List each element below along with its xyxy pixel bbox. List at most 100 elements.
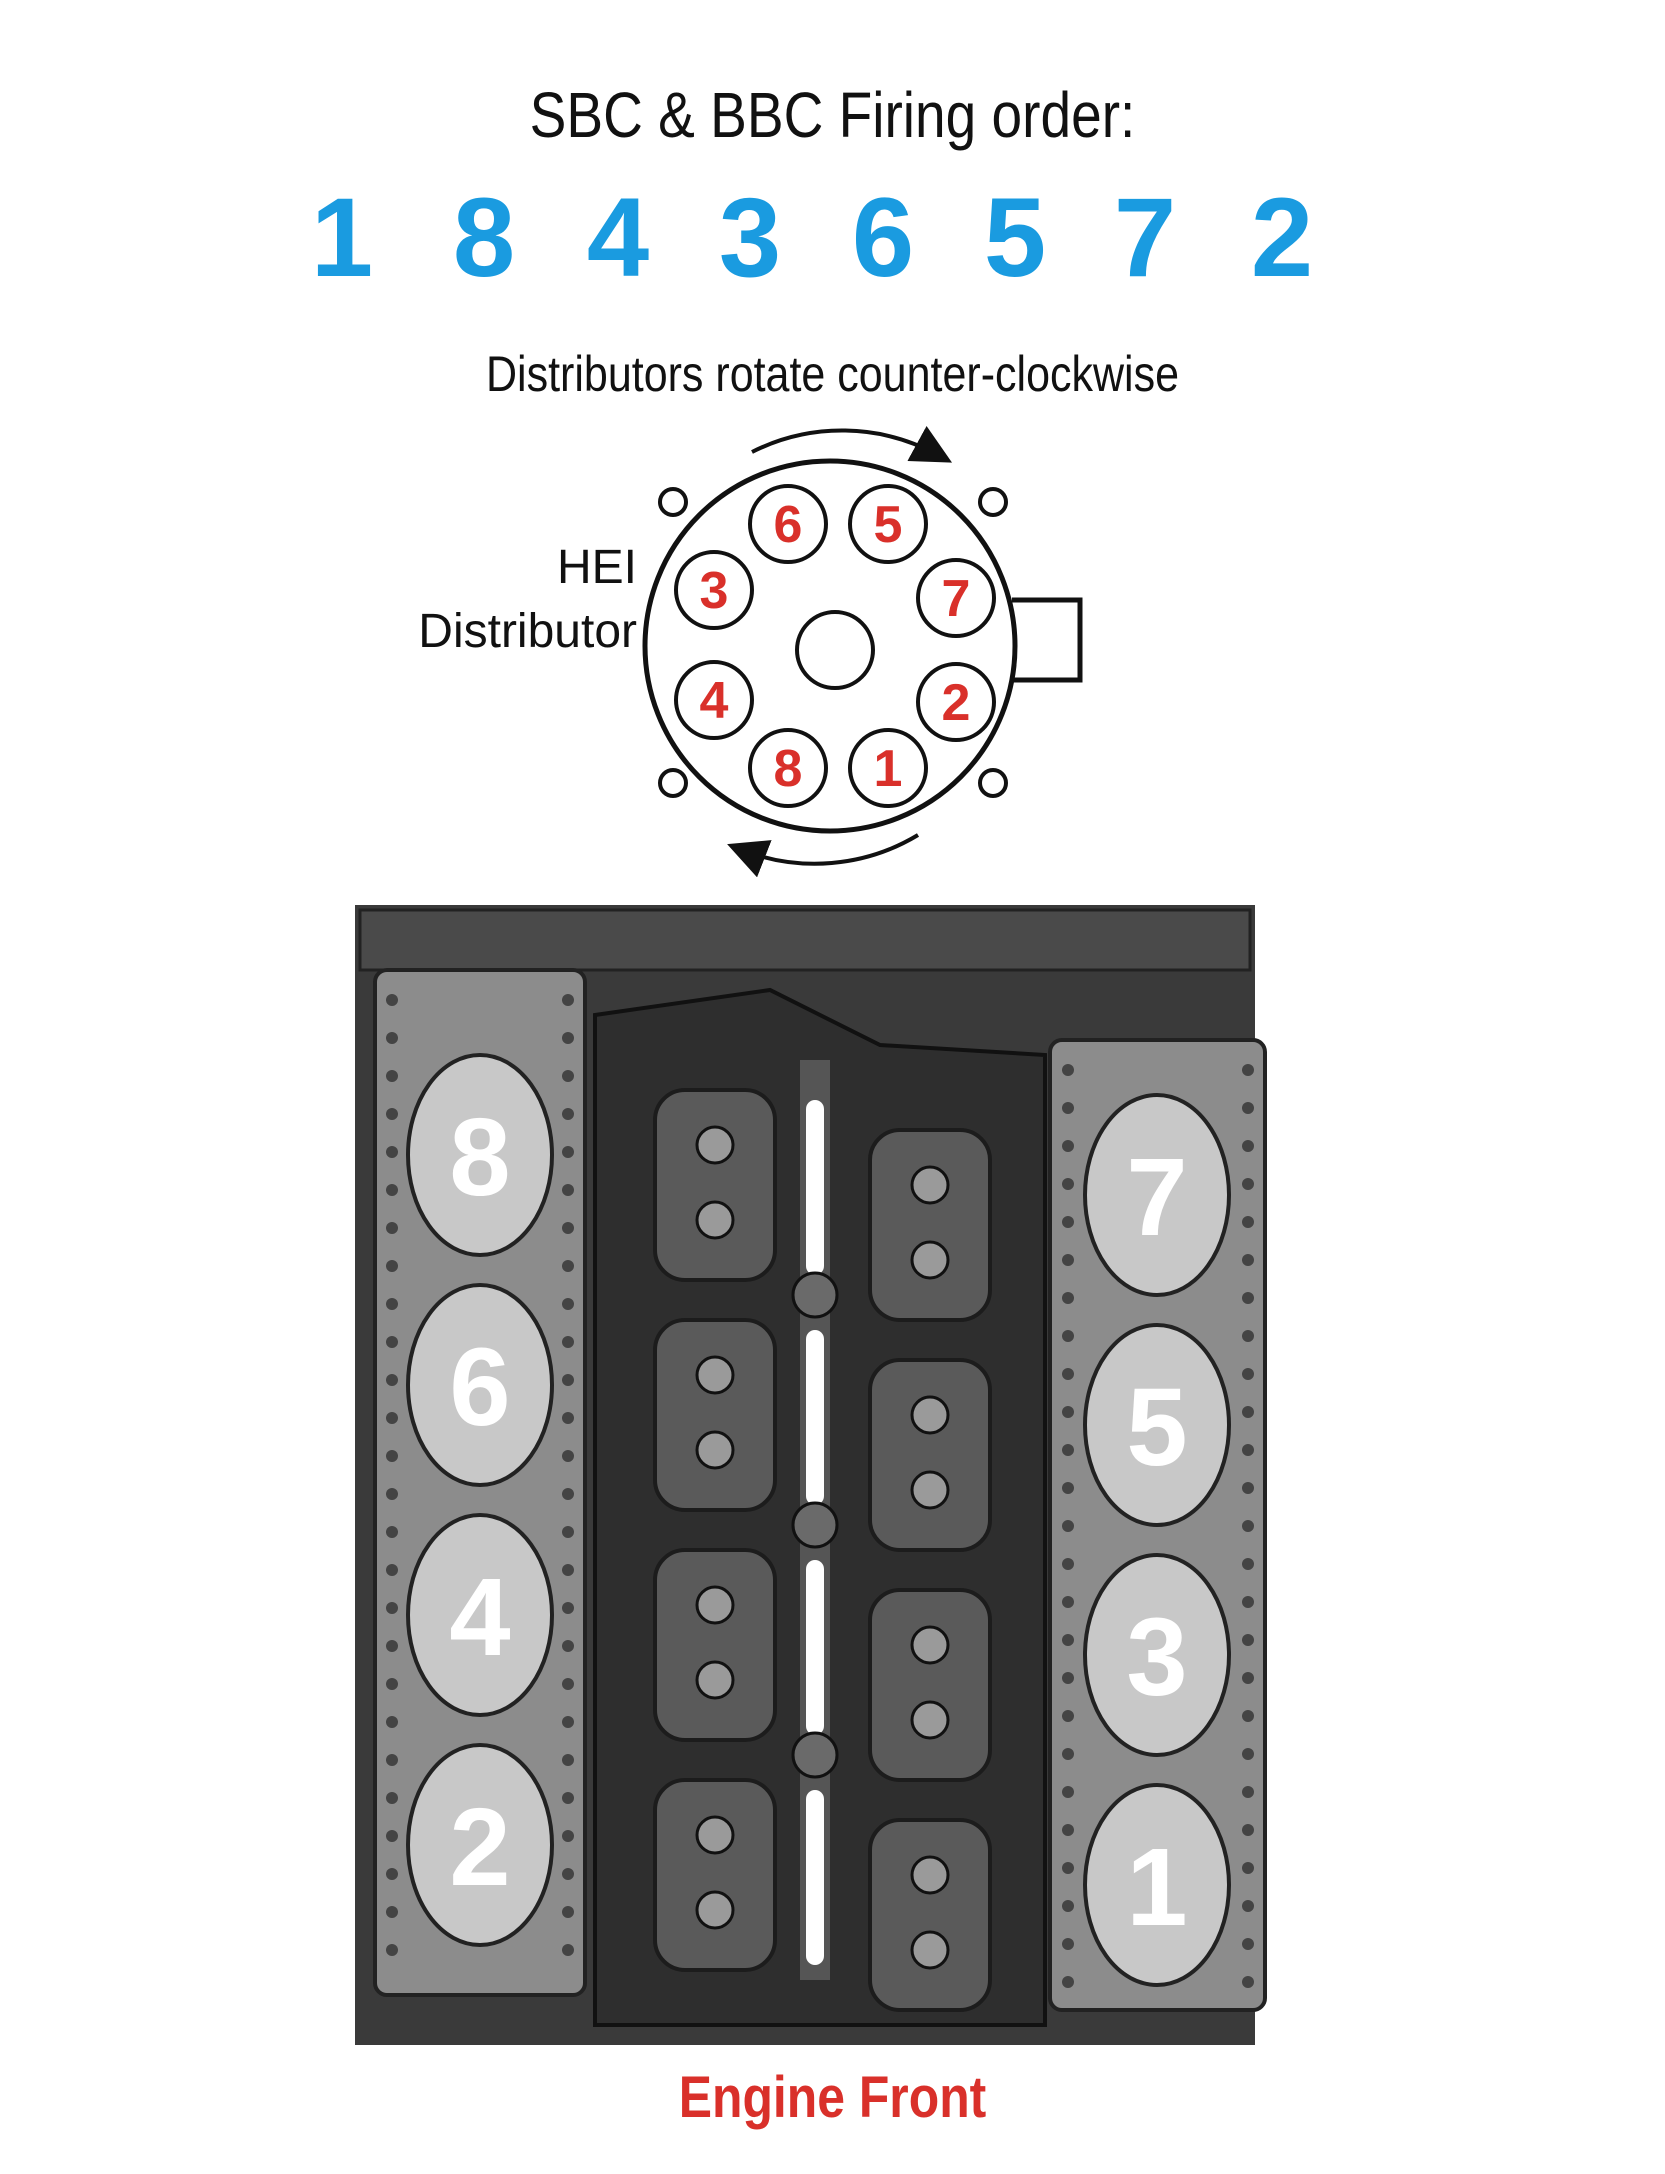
lifter-bore [695, 1430, 735, 1470]
gasket-hole [562, 1868, 574, 1880]
lifter-bore [910, 1165, 950, 1205]
gasket-hole [562, 1374, 574, 1386]
gasket-hole [386, 1564, 398, 1576]
gasket-hole [562, 1754, 574, 1766]
left-lifter-boss [653, 1318, 777, 1512]
distributor-label-line1: HEI [556, 541, 637, 594]
right-cylinder-1-bore [1083, 1783, 1231, 1987]
terminal-4-ring [674, 660, 754, 740]
gasket-hole [1062, 1178, 1074, 1190]
firing-order-step-3: 4 [586, 175, 650, 300]
gasket-hole [1242, 1140, 1254, 1152]
gasket-hole [386, 994, 398, 1006]
right-cylinder-1: 1 [1126, 1826, 1187, 1949]
gasket-hole [386, 1374, 398, 1386]
gasket-hole [1242, 1444, 1254, 1456]
valley-bolt-boss [791, 1501, 839, 1549]
gasket-hole [562, 1830, 574, 1842]
gasket-hole [1062, 1862, 1074, 1874]
gasket-hole [562, 1260, 574, 1272]
gasket-hole [386, 1602, 398, 1614]
mount-hole-top-right [978, 487, 1008, 517]
right-cylinder-7: 7 [1126, 1136, 1187, 1259]
firing-order-step-8: 2 [1250, 175, 1314, 300]
gasket-hole [1062, 1330, 1074, 1342]
left-cylinder-2-bore [406, 1743, 554, 1947]
gasket-hole [1242, 1900, 1254, 1912]
gasket-hole [562, 1070, 574, 1082]
gasket-hole [386, 1944, 398, 1956]
gasket-hole [1062, 1216, 1074, 1228]
distributor-label-line2: Distributor [418, 605, 637, 658]
left-cylinder-2: 2 [449, 1786, 510, 1909]
gasket-hole [386, 1260, 398, 1272]
terminal-2: 2 [942, 674, 971, 732]
gasket-hole [1242, 1292, 1254, 1304]
gasket-hole [562, 1792, 574, 1804]
terminal-3: 3 [700, 562, 729, 620]
gasket-hole [1242, 1558, 1254, 1570]
rotation-note: Distributors rotate counter-clockwise [485, 346, 1180, 402]
gasket-hole [1242, 1862, 1254, 1874]
valley-slot [806, 1560, 824, 1735]
gasket-hole [1062, 1406, 1074, 1418]
gasket-hole [562, 1108, 574, 1120]
mount-hole-top-left [658, 487, 688, 517]
lifter-bore [695, 1890, 735, 1930]
left-lifter-boss [653, 1548, 777, 1742]
gasket-hole [386, 1298, 398, 1310]
gasket-hole [1242, 1748, 1254, 1760]
terminal-1-ring [848, 728, 928, 808]
left-cylinder-6: 6 [449, 1326, 510, 1449]
gasket-hole [1242, 1596, 1254, 1608]
gasket-hole [562, 1450, 574, 1462]
mount-hole-bottom-left [658, 768, 688, 798]
gasket-hole [1242, 1976, 1254, 1988]
terminal-5-ring [848, 484, 928, 564]
lifter-bore [695, 1815, 735, 1855]
gasket-hole [1062, 1102, 1074, 1114]
gasket-hole [1062, 1254, 1074, 1266]
gasket-hole [562, 1906, 574, 1918]
gasket-hole [1062, 1672, 1074, 1684]
valley-slot [806, 1790, 824, 1965]
right-lifter-boss [868, 1588, 992, 1782]
gasket-hole [386, 1146, 398, 1158]
firing-order-step-1: 1 [310, 175, 374, 300]
firing-order-step-4: 3 [718, 175, 782, 300]
gasket-hole [386, 1412, 398, 1424]
gasket-hole [562, 1564, 574, 1576]
valley-bolt-boss [791, 1731, 839, 1779]
lifter-bore [695, 1585, 735, 1625]
block-rear-rail [358, 908, 1252, 972]
gasket-hole [562, 1488, 574, 1500]
gasket-hole [1062, 1482, 1074, 1494]
terminal-6: 6 [774, 496, 803, 554]
gasket-hole [386, 1450, 398, 1462]
left-cylinder-4: 4 [449, 1556, 510, 1679]
left-lifter-boss [653, 1088, 777, 1282]
firing-order-step-5: 6 [851, 175, 915, 300]
gasket-hole [1062, 1976, 1074, 1988]
gasket-hole [1062, 1064, 1074, 1076]
lifter-bore [695, 1200, 735, 1240]
terminal-5: 5 [874, 496, 903, 554]
distributor-center-shaft [795, 610, 875, 690]
gasket-hole [1242, 1672, 1254, 1684]
gasket-hole [562, 1298, 574, 1310]
gasket-hole [1062, 1710, 1074, 1722]
right-cylinder-5-bore [1083, 1323, 1231, 1527]
gasket-hole [562, 994, 574, 1006]
left-cylinder-4-bore [406, 1513, 554, 1717]
gasket-hole [562, 1032, 574, 1044]
gasket-hole [386, 1032, 398, 1044]
terminal-7-ring [916, 558, 996, 638]
firing-order-sequence: 1 8 4 3 6 5 7 2 [0, 178, 1665, 298]
gasket-hole [386, 1678, 398, 1690]
gasket-hole [562, 1526, 574, 1538]
firing-order-step-2: 8 [452, 175, 516, 300]
gasket-hole [386, 1792, 398, 1804]
terminal-1: 1 [874, 740, 903, 798]
gasket-hole [1242, 1178, 1254, 1190]
